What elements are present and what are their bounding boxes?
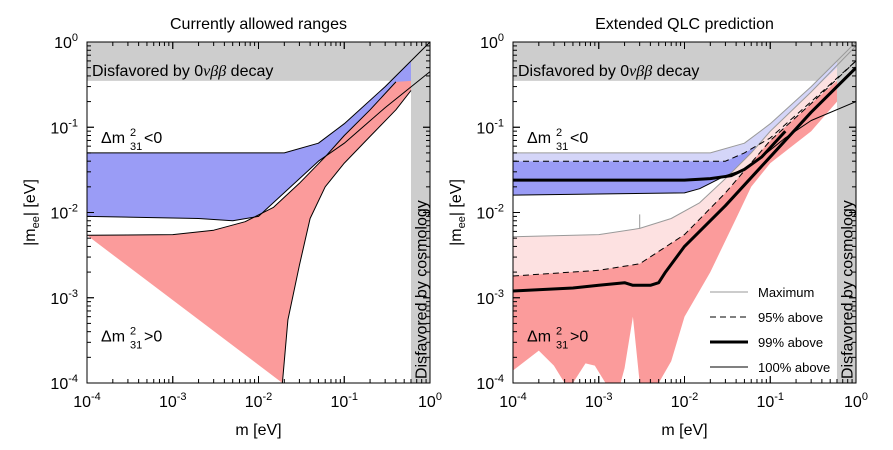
- x-tick-label: 100: [418, 391, 442, 411]
- region-label-sub: 31: [556, 340, 568, 352]
- curve-line-0: [87, 42, 430, 154]
- region-label-sup: 2: [556, 326, 562, 338]
- region-label-normal: Δm: [101, 329, 125, 346]
- y-tick-label: 10-1: [50, 117, 78, 137]
- region-normal: [87, 80, 411, 383]
- region-label-sup: 2: [130, 326, 136, 338]
- region-label-rel: <0: [570, 130, 588, 147]
- panel-2: 10-4 10-3 10-2 10-1 100 10-4 10-3 10-2 10-1 100 Ex…: [448, 16, 868, 439]
- plot-area: [87, 42, 430, 383]
- x-tick-label: 10-1: [330, 391, 358, 411]
- y-axis-label: |mee| [eV]: [448, 179, 468, 246]
- region-inverted-light: [513, 60, 837, 162]
- curve-maximum-2: [513, 42, 856, 154]
- y-tick-label: 100: [54, 32, 78, 52]
- y-axis-label: |mee| [eV]: [22, 179, 42, 246]
- y-tick-label: 100: [480, 32, 504, 52]
- plot-area: [513, 42, 856, 383]
- ticks: [512, 41, 857, 384]
- region-normal-dark: [513, 80, 837, 383]
- region-inverted-dark: [513, 143, 762, 196]
- y-tick-label: 10-4: [476, 373, 504, 393]
- curve-maximum-0: [513, 45, 856, 238]
- region-label-sub: 31: [556, 141, 568, 153]
- chart-title: Extended QLC prediction: [595, 16, 774, 33]
- y-tick-label: 10-3: [476, 288, 504, 308]
- region-label-rel: <0: [144, 130, 162, 147]
- y-tick-label: 10-2: [50, 203, 78, 223]
- legend-label: Maximum: [758, 285, 814, 300]
- x-tick-label: 10-3: [585, 391, 613, 411]
- curve-line-2: [87, 81, 397, 236]
- panel-1: 10-4 10-3 10-2 10-1 100 10-4 10-3 10-2 10-1 100 Cu…: [22, 16, 442, 439]
- x-tick-label: 10-1: [756, 391, 784, 411]
- region-label-rel: >0: [570, 329, 588, 346]
- legend: Maximum 95% above 99% above 100% above: [710, 285, 830, 375]
- region-label-inverted: Δm: [527, 130, 551, 147]
- curve-100-7: [513, 101, 856, 196]
- region-label-inverted: Δm: [101, 130, 125, 147]
- curve-95-4: [513, 60, 856, 277]
- region-normal-light: [513, 67, 837, 276]
- x-axis-label: m [eV]: [661, 422, 707, 439]
- region-label-sub: 31: [130, 340, 142, 352]
- y-tick-label: 10-2: [476, 203, 504, 223]
- x-axis-label: m [eV]: [235, 422, 281, 439]
- x-tick-label: 10-4: [73, 391, 101, 411]
- region-label-rel: >0: [144, 329, 162, 346]
- chart-title: Currently allowed ranges: [170, 16, 347, 33]
- y-tick-label: 10-1: [476, 117, 504, 137]
- region-inverted: [87, 60, 411, 221]
- legend-label: 100% above: [758, 360, 830, 375]
- region-label-normal: Δm: [527, 329, 551, 346]
- ticks: [86, 41, 431, 384]
- disfavored-decay-label: Disfavored by 0νββ decay: [92, 63, 273, 80]
- x-tick-label: 10-3: [159, 391, 187, 411]
- disfavored-cosmology-label: Disfavored by cosmology: [839, 200, 856, 379]
- curve-line-3: [281, 90, 412, 383]
- y-tick-label: 10-4: [50, 373, 78, 393]
- region-label-sub: 31: [130, 141, 142, 153]
- x-tick-label: 10-2: [245, 391, 273, 411]
- x-tick-label: 10-2: [671, 391, 699, 411]
- legend-label: 99% above: [758, 335, 823, 350]
- region-label-sup: 2: [130, 127, 136, 139]
- disfavored-decay-label: Disfavored by 0νββ decay: [518, 63, 699, 80]
- region-label-sup: 2: [556, 127, 562, 139]
- legend-label: 95% above: [758, 310, 823, 325]
- curve-line-1: [87, 71, 430, 222]
- x-tick-label: 100: [844, 391, 868, 411]
- y-tick-label: 10-3: [50, 288, 78, 308]
- curve-99-6: [513, 66, 856, 293]
- x-tick-label: 10-4: [499, 391, 527, 411]
- disfavored-cosmology-label: Disfavored by cosmology: [413, 200, 430, 379]
